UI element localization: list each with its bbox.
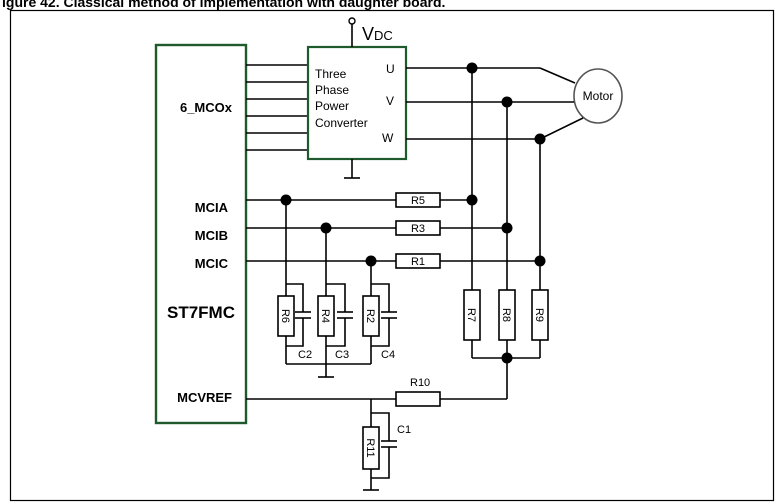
converter-line-2: Phase <box>315 83 349 97</box>
converter-output-v: V <box>386 94 394 108</box>
converter-output-w: W <box>382 131 394 145</box>
capacitor-c3: C3 <box>335 349 349 361</box>
mcu-pin-mcic: MCIC <box>195 256 229 271</box>
filter-network-a: R6 C2 <box>277 200 312 364</box>
mco-bus <box>246 64 308 151</box>
resistor-r11: R11 <box>364 438 376 457</box>
converter-output-u: U <box>386 62 395 76</box>
converter-line-1: Three <box>315 67 347 81</box>
motor <box>573 68 623 124</box>
svg-text:R7: R7 <box>465 308 477 322</box>
capacitor-c2: C2 <box>298 349 312 361</box>
resistor-r6: R6 <box>279 309 291 323</box>
resistor-r5: R5 <box>395 192 441 208</box>
resistor-r7: R7 <box>463 289 481 341</box>
mcu-pin-mcvref: MCVREF <box>177 390 232 405</box>
mcu-block <box>154 43 248 425</box>
resistor-r1: R1 <box>395 253 441 269</box>
converter-line-4: Converter <box>315 116 368 130</box>
converter-block <box>306 45 408 161</box>
filter-network-c: R2 C4 <box>362 261 397 364</box>
figure-border <box>9 9 775 502</box>
resistor-r2: R2 <box>364 309 376 323</box>
capacitor-c4: C4 <box>381 349 395 361</box>
vdc-supply: VDC <box>348 17 393 47</box>
mcu-name: ST7FMC <box>167 303 235 322</box>
vdc-subscript: DC <box>374 28 393 43</box>
phase-junctions <box>466 62 546 145</box>
figure-caption: igure 42. Classical method of implementa… <box>2 0 446 10</box>
star-junction <box>501 352 513 364</box>
resistor-r9: R9 <box>531 289 549 341</box>
capacitor-c1: C1 <box>397 424 411 436</box>
converter-ground <box>344 159 360 179</box>
filter-ground <box>286 363 371 378</box>
resistor-r8: R8 <box>498 289 516 341</box>
mcu-pin-mcia: MCIA <box>195 200 229 215</box>
mcu-pin-6mcox: 6_MCOx <box>180 100 233 115</box>
mcvref-network: R10 R11 C1 <box>246 377 507 491</box>
svg-text:R3: R3 <box>411 223 425 235</box>
resistor-r4: R4 <box>319 309 331 323</box>
svg-text:R1: R1 <box>411 256 425 268</box>
mcu-pin-mcib: MCIB <box>195 228 228 243</box>
svg-text:R8: R8 <box>500 308 512 322</box>
motor-label: Motor <box>583 89 614 103</box>
sense-lines <box>246 199 540 262</box>
vdc-label: V <box>362 24 374 44</box>
svg-text:VDC: VDC <box>362 24 393 44</box>
star-point <box>471 340 541 399</box>
resistor-r10: R10 <box>410 377 430 389</box>
svg-text:R9: R9 <box>533 308 545 322</box>
filter-network-b: R4 C3 <box>317 228 353 364</box>
resistor-r3: R3 <box>395 220 441 236</box>
converter-line-3: Power <box>315 99 349 113</box>
svg-text:R5: R5 <box>411 195 425 207</box>
